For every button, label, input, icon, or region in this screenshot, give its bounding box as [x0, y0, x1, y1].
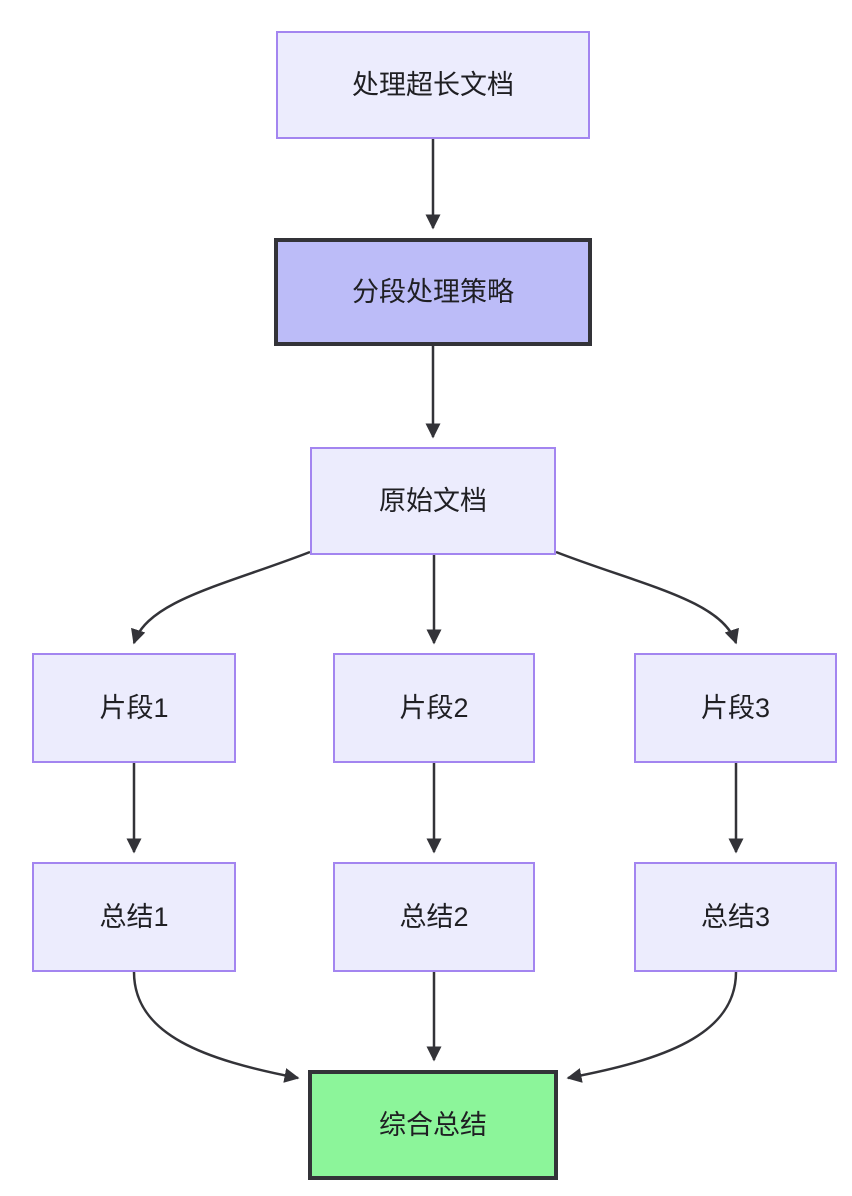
node-combined-summary[interactable]: 综合总结 — [308, 1070, 558, 1180]
edge-sum1-final — [132, 971, 300, 1083]
node-label: 原始文档 — [379, 485, 487, 516]
node-label: 片段1 — [99, 692, 169, 723]
node-label: 总结3 — [700, 901, 771, 932]
node-summary-1[interactable]: 总结1 — [32, 862, 236, 972]
node-label: 片段2 — [399, 692, 469, 723]
node-label: 总结2 — [399, 901, 469, 932]
edge-source-chunk3 — [555, 550, 739, 645]
edge-source-chunk1 — [131, 550, 311, 645]
node-chunk-1[interactable]: 片段1 — [32, 653, 236, 763]
node-label: 片段3 — [700, 692, 771, 723]
edge-sum3-final — [566, 971, 738, 1083]
node-source-document[interactable]: 原始文档 — [310, 447, 556, 555]
node-chunk-3[interactable]: 片段3 — [634, 653, 837, 763]
node-summary-2[interactable]: 总结2 — [333, 862, 535, 972]
node-summary-3[interactable]: 总结3 — [634, 862, 837, 972]
node-label: 综合总结 — [379, 1109, 487, 1140]
node-label: 总结1 — [99, 901, 169, 932]
node-chunk-2[interactable]: 片段2 — [333, 653, 535, 763]
node-process-long-document[interactable]: 处理超长文档 — [276, 31, 590, 139]
node-label: 分段处理策略 — [352, 276, 514, 307]
node-label: 处理超长文档 — [352, 69, 514, 100]
node-chunking-strategy[interactable]: 分段处理策略 — [274, 238, 592, 346]
